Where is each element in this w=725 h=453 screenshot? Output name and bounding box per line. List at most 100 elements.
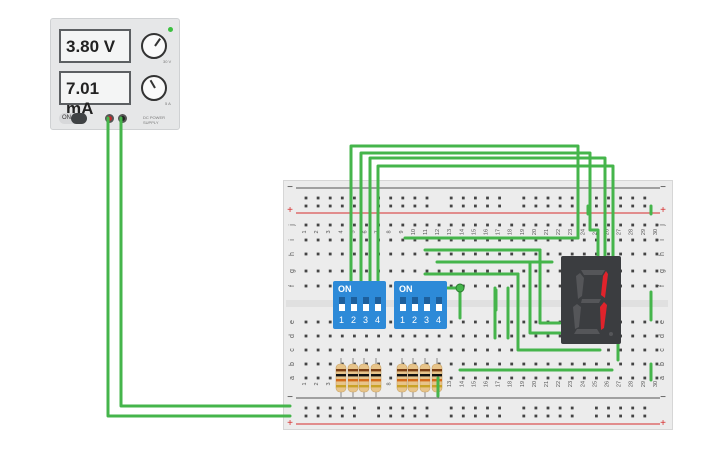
breadboard-hole xyxy=(304,376,308,380)
rail-hole xyxy=(389,196,393,200)
column-number-bottom: 14 xyxy=(459,381,465,387)
breadboard-hole xyxy=(425,269,429,273)
breadboard-hole xyxy=(582,238,586,242)
breadboard-hole xyxy=(316,269,320,273)
resistor-band xyxy=(420,379,430,382)
rail-hole xyxy=(498,196,501,200)
breadboard-hole xyxy=(631,238,635,242)
column-number-bottom: 21 xyxy=(544,381,550,387)
breadboard-hole xyxy=(486,252,489,256)
column-number-bottom: 30 xyxy=(653,381,659,387)
breadboard-hole xyxy=(546,252,550,256)
column-number-bottom: 13 xyxy=(447,381,453,387)
breadboard-hole xyxy=(401,238,405,242)
breadboard-hole xyxy=(365,348,368,352)
power-supply[interactable]: 3.80 V 7.01 mA 30 V 5 A ON DC POWER SUPP… xyxy=(50,18,180,130)
breadboard-hole xyxy=(510,362,514,366)
power-switch-thumb xyxy=(71,113,87,124)
breadboard-hole xyxy=(546,362,550,366)
power-switch[interactable]: ON xyxy=(59,113,87,124)
rail-hole xyxy=(631,414,635,418)
breadboard-hole xyxy=(619,348,622,352)
column-number-bottom: 26 xyxy=(605,381,611,387)
rail-hole xyxy=(631,204,635,208)
resistor-band xyxy=(359,379,369,382)
breadboard-hole xyxy=(631,269,635,273)
column-number-bottom: 29 xyxy=(641,381,647,387)
breadboard-hole xyxy=(304,334,308,338)
rail-hole xyxy=(607,204,610,208)
breadboard-hole xyxy=(316,376,320,380)
dip-switch-1-toggle-1[interactable] xyxy=(339,297,345,311)
breadboard-hole xyxy=(486,376,489,380)
rail-hole xyxy=(461,414,465,418)
rail-hole xyxy=(607,196,610,200)
resistor-band xyxy=(420,369,430,372)
breadboard-hole xyxy=(304,348,308,352)
rail-hole xyxy=(304,196,308,200)
breadboard-hole xyxy=(619,238,622,242)
resistor-band xyxy=(397,374,407,377)
breadboard-hole xyxy=(304,284,308,288)
rail-hole xyxy=(534,406,538,410)
breadboard-hole xyxy=(631,376,635,380)
rail-hole xyxy=(570,414,574,418)
breadboard-hole xyxy=(486,320,489,324)
breadboard-hole xyxy=(328,334,332,338)
breadboard-hole xyxy=(534,362,538,366)
seven-segment-display[interactable] xyxy=(561,256,621,344)
breadboard-hole xyxy=(316,348,320,352)
current-knob[interactable] xyxy=(141,75,167,101)
dip-switch-2-toggle-1[interactable] xyxy=(400,297,406,311)
column-number-top: 1 xyxy=(302,230,308,233)
rail-hole xyxy=(328,204,332,208)
column-number-bottom: 18 xyxy=(508,381,514,387)
resistor-body xyxy=(347,363,359,393)
column-number-top: 10 xyxy=(411,229,417,235)
breadboard-hole xyxy=(401,252,405,256)
breadboard-hole xyxy=(401,334,405,338)
column-number-bottom: 20 xyxy=(532,381,538,387)
voltage-knob[interactable] xyxy=(141,33,167,59)
dip-switch-2-toggle-3[interactable] xyxy=(424,297,430,311)
breadboard-hole xyxy=(522,320,526,324)
breadboard-hole xyxy=(546,223,550,227)
dip-switch-1-toggle-2[interactable] xyxy=(351,297,357,311)
rail-hole xyxy=(389,204,393,208)
breadboard-hole xyxy=(643,238,647,242)
column-number-bottom: 23 xyxy=(568,381,574,387)
breadboard-hole xyxy=(558,269,562,273)
breadboard-hole xyxy=(498,362,501,366)
breadboard-hole xyxy=(643,284,647,288)
rail-hole xyxy=(643,196,647,200)
dip-switch-1[interactable]: ON 1 2 3 4 xyxy=(333,281,386,329)
breadboard-hole xyxy=(643,334,647,338)
breadboard-hole xyxy=(510,238,514,242)
resistor-band xyxy=(397,385,407,388)
rail-hole xyxy=(389,406,393,410)
breadboard-hole xyxy=(316,284,320,288)
breadboard-hole xyxy=(510,376,514,380)
row-letter: a xyxy=(659,376,666,380)
rail-hole xyxy=(546,406,550,410)
breadboard-hole xyxy=(655,238,659,242)
dip-switch-2-toggle-4[interactable] xyxy=(436,297,442,311)
column-number-bottom: 27 xyxy=(617,381,623,387)
breadboard-hole xyxy=(449,269,453,273)
breadboard-hole xyxy=(558,284,562,288)
dip-switch-1-toggle-4[interactable] xyxy=(375,297,381,311)
column-number-top: 13 xyxy=(447,229,453,235)
dip-switch-1-toggle-3[interactable] xyxy=(363,297,369,311)
breadboard-hole xyxy=(437,334,441,338)
rail-hole xyxy=(534,196,538,200)
dip-switch-2[interactable]: ON 1 2 3 4 xyxy=(394,281,447,329)
rail-hole xyxy=(353,204,356,208)
breadboard-hole xyxy=(498,348,501,352)
column-number-bottom: 3 xyxy=(326,382,332,385)
rail-hole xyxy=(401,204,405,208)
dip-switch-2-toggle-2[interactable] xyxy=(412,297,418,311)
breadboard-hole xyxy=(389,320,393,324)
breadboard-hole xyxy=(340,252,344,256)
row-letter: d xyxy=(289,334,296,338)
dip-switch-1-on-label: ON xyxy=(338,284,352,294)
